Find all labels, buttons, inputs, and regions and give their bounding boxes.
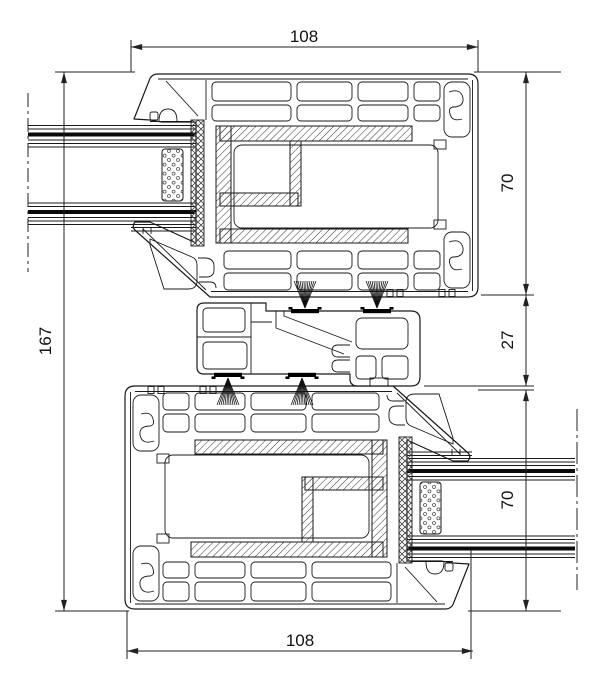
dimension-167-left: 167: [36, 72, 67, 611]
lower-chamber-grid: [223, 250, 441, 291]
dimension-70-lower: 70: [498, 389, 529, 611]
bead-clip: [158, 108, 178, 122]
sash-outline: [132, 73, 479, 298]
dim-label-right-upper: 70: [498, 174, 517, 193]
dimension-layer: 108 70 27 70 167 108: [27, 27, 578, 659]
wedge-chamber: [149, 238, 198, 290]
glazing-gasket: [190, 119, 205, 247]
dim-label-left-total: 167: [36, 327, 55, 355]
glazing-unit: [28, 119, 205, 247]
dimension-27-middle: 27: [498, 294, 529, 387]
dimension-108-top: 108: [131, 27, 479, 50]
interlock-outline: [196, 302, 421, 387]
dim-label-right-lower: 70: [498, 491, 517, 510]
dimension-108-bottom: 108: [127, 631, 474, 654]
glazing-support-ledge: [131, 227, 196, 234]
steel-reinforcement: [215, 125, 413, 244]
glazing-bead-inner-face: [165, 80, 199, 117]
top-sash-profile: [28, 73, 479, 298]
glazing-spacer-bar: [161, 148, 184, 202]
dimension-70-upper: 70: [498, 72, 529, 296]
bottom-edge-notches: [198, 257, 456, 297]
hardware-groove-chambers: [443, 81, 471, 289]
interlock-meeting-profile: [196, 280, 421, 406]
dim-label-right-middle: 27: [498, 331, 517, 350]
dim-label-bottom-width: 108: [286, 631, 314, 650]
upper-chamber-grid: [205, 80, 441, 122]
dim-label-top-width: 108: [290, 27, 318, 46]
main-chamber: [233, 144, 439, 229]
